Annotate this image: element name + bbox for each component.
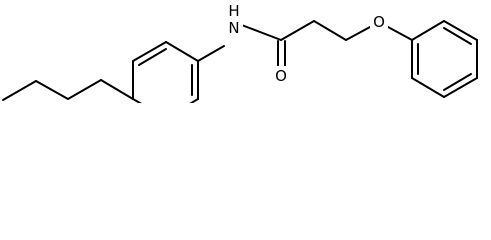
bond-ether-oxygen-to-ring: [387, 26, 413, 41]
nh-label-background: [226, 3, 243, 37]
ring-left-double-1: [138, 48, 167, 66]
ring-right-bond-4: [443, 77, 478, 98]
carbonyl-oxygen-background: [273, 66, 290, 85]
bond-butyl-2: [35, 80, 69, 100]
bond-nitrogen-to-carbonyl: [238, 23, 282, 41]
butyl-chain: [2, 79, 134, 101]
ring-right-double-2: [443, 73, 472, 91]
amide-linkage: [197, 20, 413, 67]
ring-right-bond-2: [443, 20, 478, 41]
ring-left-bond-6: [132, 98, 142, 103]
benzene-ring-right: [411, 20, 478, 98]
structure-diagram: H N O O: [2, 2, 478, 103]
ether-oxygen-background: [370, 12, 388, 31]
ring-left-bond-3: [165, 41, 199, 62]
ring-left-bond-5: [189, 98, 199, 103]
amide-nitrogen-label: N: [228, 19, 239, 37]
bond-butyl-3: [67, 79, 102, 100]
atom-labels: H N O O: [226, 2, 388, 85]
amide-hydrogen-label: H: [228, 2, 239, 20]
bond-carbonyl-to-ch2: [280, 20, 315, 41]
ring-left-bond-2: [132, 41, 167, 62]
bond-ring-to-nitrogen: [197, 45, 225, 62]
ring-right-double-1: [443, 27, 472, 45]
bond-butyl-4: [100, 79, 134, 100]
bond-ch2-to-ch2: [313, 20, 347, 41]
ring-right-bond-5: [411, 77, 445, 98]
benzene-ring-left: [132, 41, 199, 103]
ether-oxygen-label: O: [373, 13, 385, 31]
ring-right-bond-1: [411, 20, 445, 41]
bond-ch2-to-ether-oxygen: [345, 26, 371, 41]
carbonyl-oxygen-label: O: [275, 67, 287, 85]
bond-butyl-1: [2, 80, 37, 101]
